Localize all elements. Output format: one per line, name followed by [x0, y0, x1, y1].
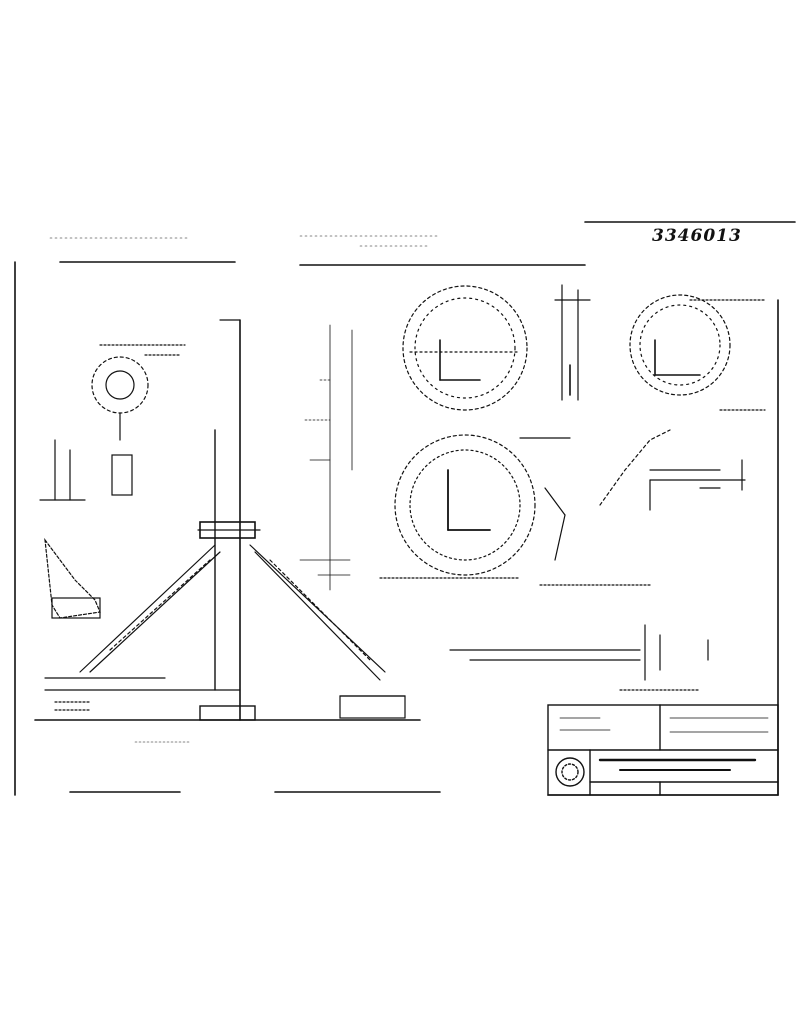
seal-icon [555, 757, 585, 787]
tower-elevation [34, 319, 421, 721]
rail-detail [449, 624, 709, 691]
ring-detail-top [402, 285, 528, 411]
header-notes [49, 235, 441, 247]
ring-detail-right [629, 294, 766, 411]
title-block [547, 704, 779, 796]
bracket-detail [44, 537, 101, 619]
dimension-callouts [299, 324, 353, 591]
post-detail [519, 284, 591, 439]
ring-detail-large [379, 434, 651, 586]
arm-detail [599, 429, 746, 511]
sheet-border [14, 221, 796, 796]
clamp-detail [39, 344, 186, 501]
drawing-number: 3346013 [652, 226, 742, 246]
